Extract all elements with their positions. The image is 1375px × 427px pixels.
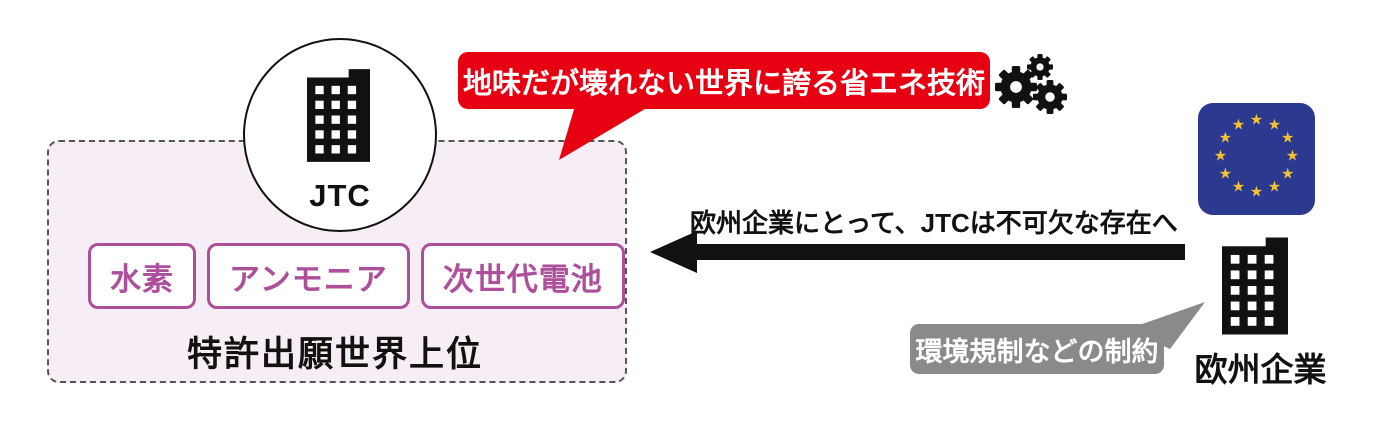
strength-callout-tail bbox=[559, 106, 650, 160]
eu-star-icon: ★ bbox=[1285, 147, 1300, 165]
eu-star-icon: ★ bbox=[1213, 147, 1228, 165]
jtc-patent-caption: 特許出願世界上位 bbox=[186, 335, 483, 374]
strength-callout: 地味だが壊れない世界に誇る省エネ技術 bbox=[458, 52, 990, 109]
dependency-arrow-label: 欧州企業にとって、JTCは不可欠な存在へ bbox=[690, 208, 1178, 238]
jtc-tech-tags: 水素 アンモニア 次世代電池 bbox=[88, 243, 625, 309]
eu-star-icon: ★ bbox=[1231, 178, 1246, 196]
eu-star-icon: ★ bbox=[1249, 183, 1264, 201]
building-icon bbox=[1222, 237, 1288, 335]
eu-star-icon: ★ bbox=[1280, 129, 1295, 147]
eu-star-icon: ★ bbox=[1218, 129, 1233, 147]
jtc-company-badge: JTC bbox=[243, 38, 437, 232]
eu-star-icon: ★ bbox=[1218, 165, 1233, 183]
gears-icon bbox=[995, 54, 1067, 114]
dependency-arrow bbox=[650, 231, 1185, 273]
eu-star-icon: ★ bbox=[1280, 165, 1295, 183]
jtc-label: JTC bbox=[309, 178, 371, 213]
tag-ammonia: アンモニア bbox=[207, 243, 410, 309]
eu-star-icon: ★ bbox=[1249, 111, 1264, 129]
constraint-callout: 環境規制などの制約 bbox=[910, 324, 1164, 374]
eu-star-icon: ★ bbox=[1267, 178, 1282, 196]
eu-company-label: 欧州企業 bbox=[1194, 351, 1327, 388]
tag-next-gen-battery: 次世代電池 bbox=[420, 243, 625, 309]
eu-star-icon: ★ bbox=[1267, 116, 1282, 134]
eu-flag-icon: ★★★★★★★★★★★★ bbox=[1198, 103, 1315, 215]
building-icon bbox=[307, 65, 370, 166]
tag-hydrogen: 水素 bbox=[88, 243, 196, 309]
eu-star-icon: ★ bbox=[1231, 116, 1246, 134]
